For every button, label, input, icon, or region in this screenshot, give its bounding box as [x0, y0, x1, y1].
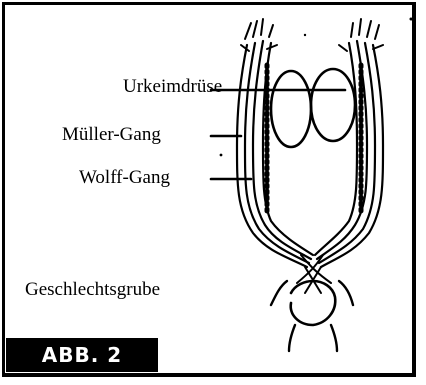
pit-right-arc [339, 281, 353, 305]
label-mueller-gang: Müller-Gang [62, 125, 161, 144]
label-wolff-gang: Wolff-Gang [79, 168, 170, 187]
figure-frame: Urkeimdrüse Müller-Gang Wolff-Gang Gesch… [2, 2, 416, 377]
right-gonad [311, 69, 355, 141]
label-geschlechtsgrube: Geschlechtsgrube [25, 280, 160, 299]
pit-left-arc [271, 281, 287, 305]
label-urkeimdruese: Urkeimdrüse [123, 77, 222, 96]
leader-lines [211, 90, 345, 179]
figure-badge: ABB. 2 [6, 338, 158, 372]
anatomy-diagram [5, 5, 416, 377]
genital-pit [291, 281, 336, 325]
left-gonad [271, 71, 311, 147]
right-duct-bundle [315, 41, 383, 267]
